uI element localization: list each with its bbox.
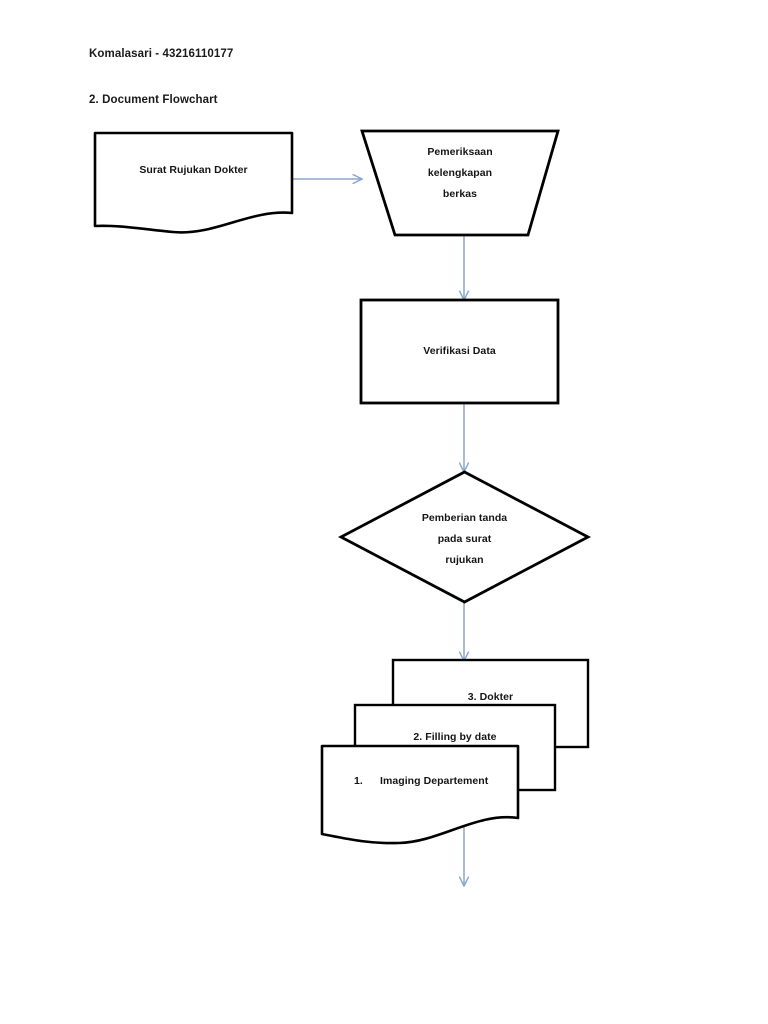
node-surat-rujukan-dokter (93, 131, 294, 234)
connector-group (293, 179, 464, 886)
author-line: Komalasari - 43216110177 (89, 48, 234, 60)
node-verifikasi-data (359, 298, 560, 405)
section-title: 2. Document Flowchart (89, 94, 218, 106)
node-imaging-departement-document (320, 744, 520, 845)
node-pemberian-tanda-pada-surat-rujukan (337, 470, 592, 604)
node-pemeriksaan-kelengkapan-berkas (360, 129, 560, 237)
